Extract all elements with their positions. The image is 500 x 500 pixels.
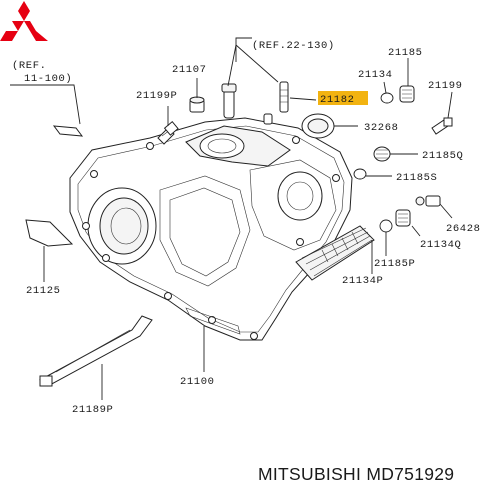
exploded-view-drawing: (REF.22-130) (REF. 11-100) 21107 21199P …	[10, 37, 481, 416]
label-21107: 21107	[172, 64, 207, 76]
part-32268-oil-seal	[301, 113, 335, 139]
logo-top-diamond	[18, 1, 30, 21]
part-21182-highlight	[318, 91, 368, 105]
label-21185P: 21185P	[374, 258, 415, 270]
part-21185-gear	[399, 85, 415, 103]
ref-22-130-label: (REF.22-130)	[252, 40, 335, 52]
part-21125-cover	[25, 219, 74, 247]
label-21100: 21100	[180, 376, 215, 388]
ref-22-130-sensor	[221, 83, 237, 119]
flange-bolt-holes	[82, 136, 340, 340]
logo-diamonds	[0, 1, 48, 41]
part-labels: (REF.22-130) (REF. 11-100) 21107 21199P …	[12, 40, 481, 416]
ref-11-100-label-line2: 11-100)	[24, 73, 72, 85]
label-21189P: 21189P	[72, 404, 113, 416]
label-21125: 21125	[26, 285, 61, 297]
part-21182-pin	[279, 81, 289, 113]
ref-11-100-bracket	[52, 125, 84, 137]
part-21199-bolt	[431, 117, 453, 135]
label-32268: 32268	[364, 122, 399, 134]
ref-11-100-label-line1: (REF.	[12, 60, 47, 72]
part-21134-o-ring	[380, 92, 394, 104]
label-21134P: 21134P	[342, 275, 383, 287]
logo-left-diamond	[0, 21, 24, 41]
label-21199P: 21199P	[136, 90, 177, 102]
leader-lines	[10, 37, 453, 400]
mitsubishi-logo-icon	[0, 1, 48, 41]
part-21185Q-gear	[373, 146, 391, 162]
label-21182: 21182	[320, 94, 355, 106]
part-caption: MITSUBISHI MD751929	[258, 464, 454, 485]
output-shaft-splines	[295, 225, 375, 281]
part-21185S-o-ring	[353, 168, 367, 180]
transfer-case-housing	[69, 117, 375, 341]
part-21185P-ring	[379, 219, 393, 233]
part-26428-sensor	[415, 195, 441, 207]
part-21189P-rail	[39, 315, 153, 387]
label-21134: 21134	[358, 69, 393, 81]
label-21134Q: 21134Q	[420, 239, 461, 251]
caption-brand: MITSUBISHI	[258, 464, 362, 484]
caption-part-number: MD751929	[366, 464, 455, 484]
label-21185: 21185	[388, 47, 423, 59]
label-21185S: 21185S	[396, 172, 437, 184]
label-21185Q: 21185Q	[422, 150, 463, 162]
label-21199: 21199	[428, 80, 463, 92]
part-21107-plug	[189, 96, 205, 113]
logo-right-diamond	[24, 21, 48, 41]
label-26428: 26428	[446, 223, 481, 235]
part-21134Q-gear	[395, 209, 411, 227]
small-bolt	[263, 113, 273, 125]
